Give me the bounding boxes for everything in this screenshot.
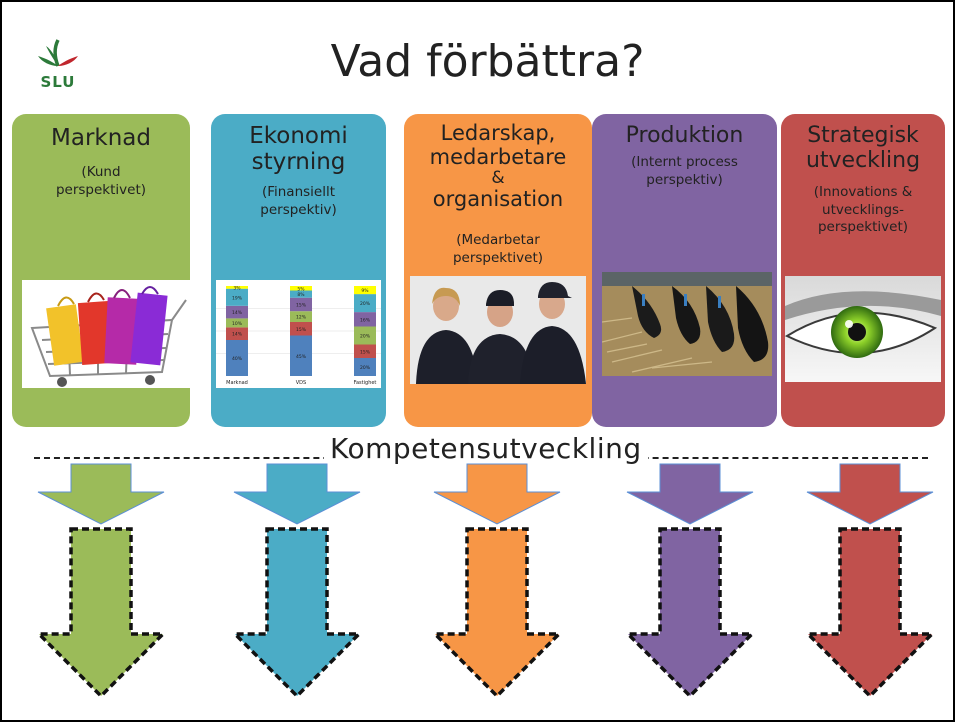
bar-segment <box>354 294 376 313</box>
stacked-bar-chart-svg: 40% 14% 10% 14% 19% 3% Marknad 45% 15% 12% 15% 8%5%… <box>216 285 381 386</box>
column-subtitle-line: perspektiv) <box>646 171 723 188</box>
bar-segment-label: 8% <box>297 292 305 298</box>
column-title-line: Strategisk <box>807 123 919 148</box>
column-subtitle-line: perspektivet) <box>452 249 544 266</box>
column-subtitle: (Internt process perspektiv) <box>592 154 777 189</box>
slu-logo: SLU <box>32 36 84 94</box>
bar-segment-label: 15% <box>360 349 371 355</box>
column-subtitle: (Medarbetar perspektivet) <box>404 232 592 267</box>
bar-segment-label: 20% <box>360 301 371 307</box>
column-subtitle-line: (Kund <box>81 164 121 180</box>
column-title-line: Produktion <box>625 123 744 148</box>
column-title: Ekonomi styrning <box>211 123 386 176</box>
bar-segment-label: 5% <box>297 286 305 292</box>
column-title-line: styrning <box>251 148 346 175</box>
upper-arrow <box>433 463 561 525</box>
bar-category-label: VDS <box>296 380 306 386</box>
lower-dashed-arrow <box>623 527 757 699</box>
column-subtitle-line: perspektiv) <box>260 201 337 218</box>
eye-photo <box>785 276 941 382</box>
bar-segment <box>290 322 312 336</box>
bar-segment-label: 16% <box>360 317 371 323</box>
bar-segment <box>226 286 248 289</box>
upper-arrow <box>37 463 165 525</box>
column-title-line: Marknad <box>51 125 151 151</box>
bar-segment <box>354 344 376 358</box>
column-produktion: Produktion (Internt process perspektiv) <box>592 114 777 427</box>
bar-segment <box>290 286 312 291</box>
bar-segment-label: 19% <box>232 295 243 301</box>
bar-category-label: Fastighet <box>354 380 377 386</box>
column-title-line: & <box>491 168 505 189</box>
column-title: Ledarskap, medarbetare & organisation <box>404 121 592 212</box>
bar-segment <box>226 318 248 328</box>
bar-segment-label: 45% <box>296 354 307 360</box>
column-title: Marknad <box>12 125 190 152</box>
column-strategisk-utveckling: Strategisk utveckling (Innovations & utv… <box>781 114 945 427</box>
bar-segment <box>354 312 376 327</box>
column-subtitle-line: perspektivet) <box>817 219 909 236</box>
bar-segment <box>226 327 248 340</box>
bar-segment-label: 15% <box>296 302 307 308</box>
bar-segment-label: 14% <box>232 332 243 338</box>
lower-dashed-arrow <box>430 527 564 699</box>
bar-segment-label: 20% <box>360 365 371 371</box>
stacked-bar-chart: 40% 14% 10% 14% 19% 3% Marknad 45% 15% 12% 15% 8%5%… <box>216 280 381 388</box>
bar-segment <box>290 311 312 322</box>
upper-arrow <box>626 463 754 525</box>
bar-segment-label: 10% <box>232 321 243 327</box>
page-title: Vad förbättra? <box>330 36 645 87</box>
bar-segment-label: 9% <box>361 288 369 294</box>
bar-segment <box>290 290 312 298</box>
bar-segment <box>354 286 376 295</box>
bar-segment <box>354 326 376 345</box>
bar-segment-label: 12% <box>296 315 307 321</box>
bar-segment <box>290 335 312 376</box>
column-subtitle-line: (Medarbetar <box>456 232 540 248</box>
column-title: Produktion <box>592 123 777 149</box>
column-subtitle: (Kund perspektivet) <box>12 164 190 199</box>
bar-segment-label: 20% <box>360 334 371 340</box>
bar-segment <box>226 340 248 376</box>
kompetensutveckling-label: Kompetensutveckling <box>324 432 648 465</box>
column-title-line: utveckling <box>805 147 921 173</box>
lower-dashed-arrow <box>34 527 168 699</box>
column-title-line: Ledarskap, <box>440 121 556 145</box>
bar-segment-label: 15% <box>296 327 307 333</box>
upper-arrow <box>233 463 361 525</box>
bar-segment <box>290 297 312 312</box>
column-subtitle-line: (Internt process <box>631 154 738 170</box>
bar-segment-label: 40% <box>232 356 243 362</box>
column-title-line: Ekonomi <box>249 123 348 149</box>
bar-category-label: Marknad <box>226 380 248 386</box>
cows-photo <box>602 272 772 376</box>
bar-segment <box>226 305 248 319</box>
shopping-cart-photo <box>22 280 190 388</box>
column-subtitle: (Finansiellt perspektiv) <box>211 184 386 219</box>
bar-segment <box>354 358 376 376</box>
bar-segment-label: 3% <box>233 285 241 291</box>
lower-dashed-arrow <box>803 527 937 699</box>
upper-arrow <box>806 463 934 525</box>
column-subtitle-line: utvecklings- <box>822 201 904 218</box>
slu-logo-text: SLU <box>40 73 76 91</box>
bar-segment <box>226 288 248 306</box>
column-subtitle: (Innovations & utvecklings- perspektivet… <box>781 184 945 237</box>
slu-leaf-icon <box>38 39 78 67</box>
column-marknad: Marknad (Kund perspektivet) <box>12 114 190 427</box>
column-title-line: medarbetare <box>429 144 567 169</box>
bar-segment-label: 14% <box>232 310 243 316</box>
column-ledarskap: Ledarskap, medarbetare & organisation (M… <box>404 114 592 427</box>
column-ekonomi-styrning: Ekonomi styrning (Finansiellt perspektiv… <box>211 114 386 427</box>
column-title-line: organisation <box>432 187 564 212</box>
column-subtitle-line: (Innovations & <box>813 184 913 200</box>
column-title: Strategisk utveckling <box>781 123 945 173</box>
column-subtitle-line: perspektivet) <box>55 181 147 198</box>
lower-dashed-arrow <box>230 527 364 699</box>
column-subtitle-line: (Finansiellt <box>261 184 336 200</box>
people-photo <box>410 276 586 384</box>
